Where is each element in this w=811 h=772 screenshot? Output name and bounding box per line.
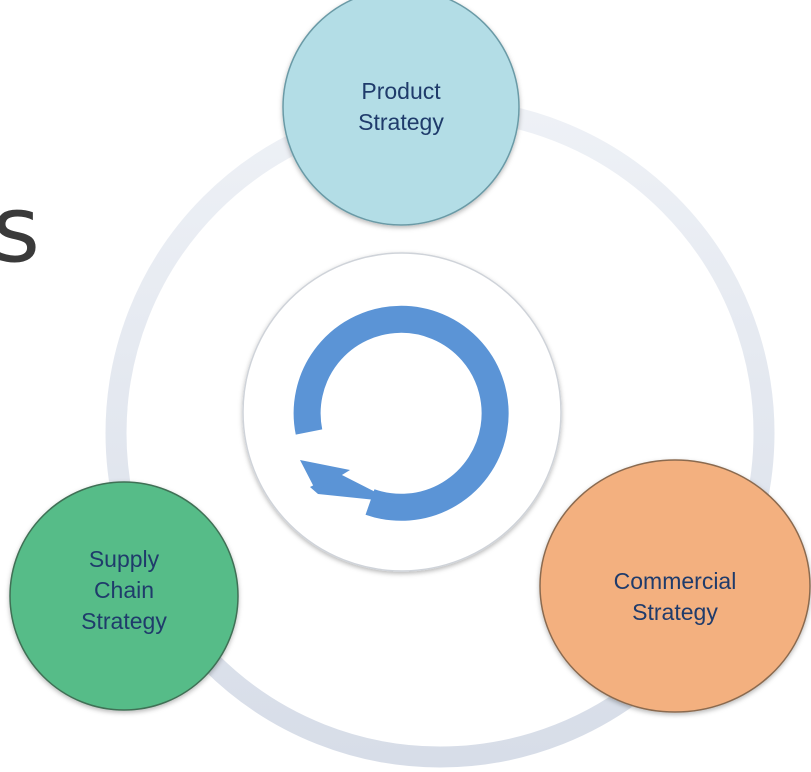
node-commercial-strategy	[539, 459, 811, 713]
slide-title-fragment: s	[0, 176, 40, 283]
node-supply-chain-strategy	[9, 481, 239, 711]
center-disc	[242, 252, 562, 572]
refresh-cycle-icon	[293, 305, 509, 521]
node-product-strategy	[282, 0, 520, 226]
